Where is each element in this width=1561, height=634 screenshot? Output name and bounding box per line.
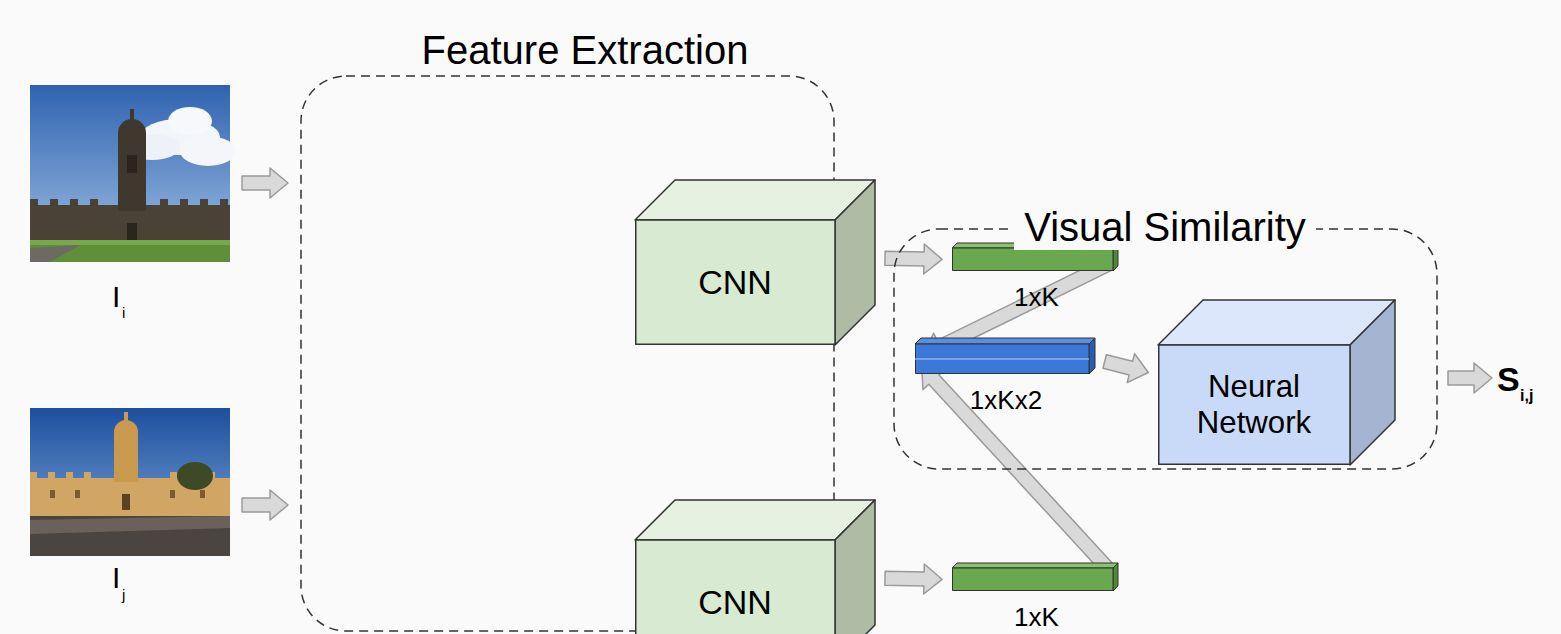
score-label: S	[1497, 362, 1520, 396]
node-text: Feature Extraction	[412, 27, 759, 73]
feature-vector: 1xK	[952, 243, 1118, 335]
image-label: I	[112, 282, 120, 312]
group-region: Visual Similarity1xKx2Neural Network	[893, 228, 1438, 470]
feature-vector: 1xK	[952, 563, 1118, 634]
photo-bottom	[30, 408, 230, 556]
node-text: 1xK	[1014, 283, 1059, 313]
flow-arrow	[885, 564, 942, 594]
photo-top	[30, 85, 236, 262]
score-subscript: i,j	[1520, 388, 1533, 404]
vector-bar	[915, 338, 1095, 374]
node-text: CNN	[698, 263, 772, 302]
cnn-box: CNN	[635, 500, 875, 634]
flow-arrow	[922, 366, 1117, 577]
input-arrow	[242, 168, 1492, 520]
node-text: Visual Similarity	[1014, 204, 1316, 250]
group-region: Feature ExtractionCNNCNN1xK1xK	[300, 75, 835, 632]
concat-vector: 1xKx2	[915, 338, 1095, 430]
node-text: Neural Network	[1158, 369, 1350, 441]
image-label: I	[112, 563, 120, 593]
node-text: 1xKx2	[970, 386, 1042, 416]
image-subscript: j	[122, 587, 125, 602]
network-box: Neural Network	[1158, 300, 1395, 465]
flow-arrow	[1103, 354, 1148, 383]
node-text: 1xK	[1014, 603, 1059, 633]
cnn-box: CNN	[635, 180, 875, 345]
vector-bar	[952, 563, 1118, 591]
cube-shape	[635, 180, 875, 345]
node-text: CNN	[698, 583, 772, 622]
flow-arrow	[885, 244, 942, 274]
image-subscript: i	[122, 305, 125, 320]
